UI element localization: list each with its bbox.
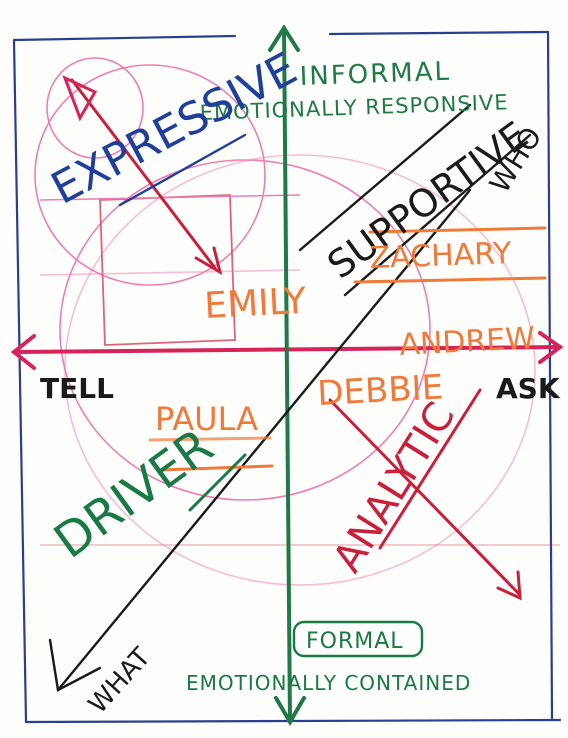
name-zachary: ZACHARY xyxy=(369,236,513,276)
name-underlines xyxy=(148,226,547,472)
sketch-circles xyxy=(34,57,560,586)
name-paula: PAULA xyxy=(155,400,258,438)
expressive-arrow xyxy=(62,75,223,276)
axis-bottom-sublabel: EMOTIONALLY CONTAINED xyxy=(186,671,471,695)
axis-left-label: TELL xyxy=(40,372,114,405)
axis-right-label: ASK xyxy=(496,372,561,405)
driver-strokes xyxy=(188,453,247,512)
analytic-cross xyxy=(328,388,522,601)
page-frame xyxy=(12,30,562,724)
name-debbie: DEBBIE xyxy=(316,367,444,414)
name-andrew: ANDREW xyxy=(399,321,536,363)
who-what-diagonal xyxy=(48,103,532,692)
vertical-axis xyxy=(268,24,306,726)
axis-bottom-label: FORMAL xyxy=(306,629,404,654)
name-emily: EMILY xyxy=(203,281,308,327)
expressive-strokes xyxy=(118,133,247,207)
formal-box xyxy=(292,620,424,658)
axis-top-label: INFORMAL xyxy=(299,57,451,92)
